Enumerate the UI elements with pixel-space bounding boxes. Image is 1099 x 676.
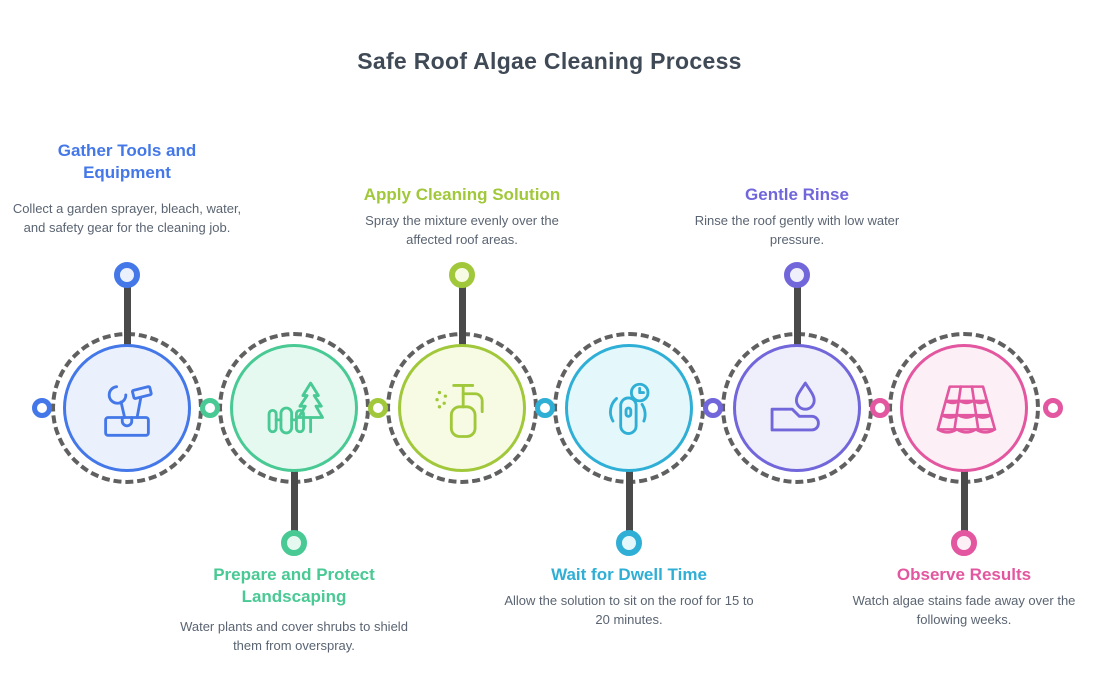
connector-line: [961, 462, 968, 536]
step-dot-2: [281, 530, 307, 556]
step-dot-5: [784, 262, 810, 288]
timeline-node-4: [535, 398, 555, 418]
step-description-6: Watch algae stains fade away over the fo…: [852, 593, 1076, 627]
step-description-5: Rinse the roof gently with low water pre…: [694, 213, 900, 247]
tree-fence-icon: [256, 370, 332, 446]
timeline-node-end: [1043, 398, 1063, 418]
timeline-node-start: [32, 398, 52, 418]
step-description-2: Water plants and cover shrubs to shield …: [180, 619, 408, 653]
step-description-4: Allow the solution to sit on the roof fo…: [504, 593, 754, 627]
step-label-4: Wait for Dwell Time: [551, 565, 707, 584]
page-title: Safe Roof Algae Cleaning Process: [357, 48, 742, 74]
step-circle-3: [398, 344, 526, 472]
step-dot-1: [114, 262, 140, 288]
connector-line: [794, 278, 801, 348]
sprayer-icon: [424, 370, 500, 446]
step-dot-3: [449, 262, 475, 288]
connector-line: [459, 278, 466, 348]
connector-line: [291, 462, 298, 536]
step-circle-5: [733, 344, 861, 472]
step-label-1: Gather Tools and Equipment: [57, 141, 197, 183]
timeline-node-3: [368, 398, 388, 418]
roof-tiles-icon: [926, 370, 1002, 446]
step-label-5: Gentle Rinse: [745, 185, 849, 204]
timeline-node-5: [703, 398, 723, 418]
step-description-1: Collect a garden sprayer, bleach, water,…: [12, 201, 242, 235]
step-circle-6: [900, 344, 1028, 472]
step-dot-4: [616, 530, 642, 556]
step-label-6: Observe Results: [896, 565, 1032, 584]
dashed-ring: [888, 332, 1040, 484]
step-dot-6: [951, 530, 977, 556]
connector-line: [124, 278, 131, 348]
step-circle-4: [565, 344, 693, 472]
timeline-node-6: [870, 398, 890, 418]
step-description-3: Spray the mixture evenly over the affect…: [365, 213, 559, 247]
step-circle-2: [230, 344, 358, 472]
hand-drop-icon: [759, 370, 835, 446]
connector-line: [626, 462, 633, 536]
step-label-2: Prepare and Protect Landscaping: [213, 565, 375, 607]
tap-clock-icon: [591, 370, 667, 446]
step-label-3: Apply Cleaning Solution: [363, 185, 561, 204]
step-circle-1: [63, 344, 191, 472]
toolbox-icon: [89, 370, 165, 446]
timeline-node-2: [200, 398, 220, 418]
